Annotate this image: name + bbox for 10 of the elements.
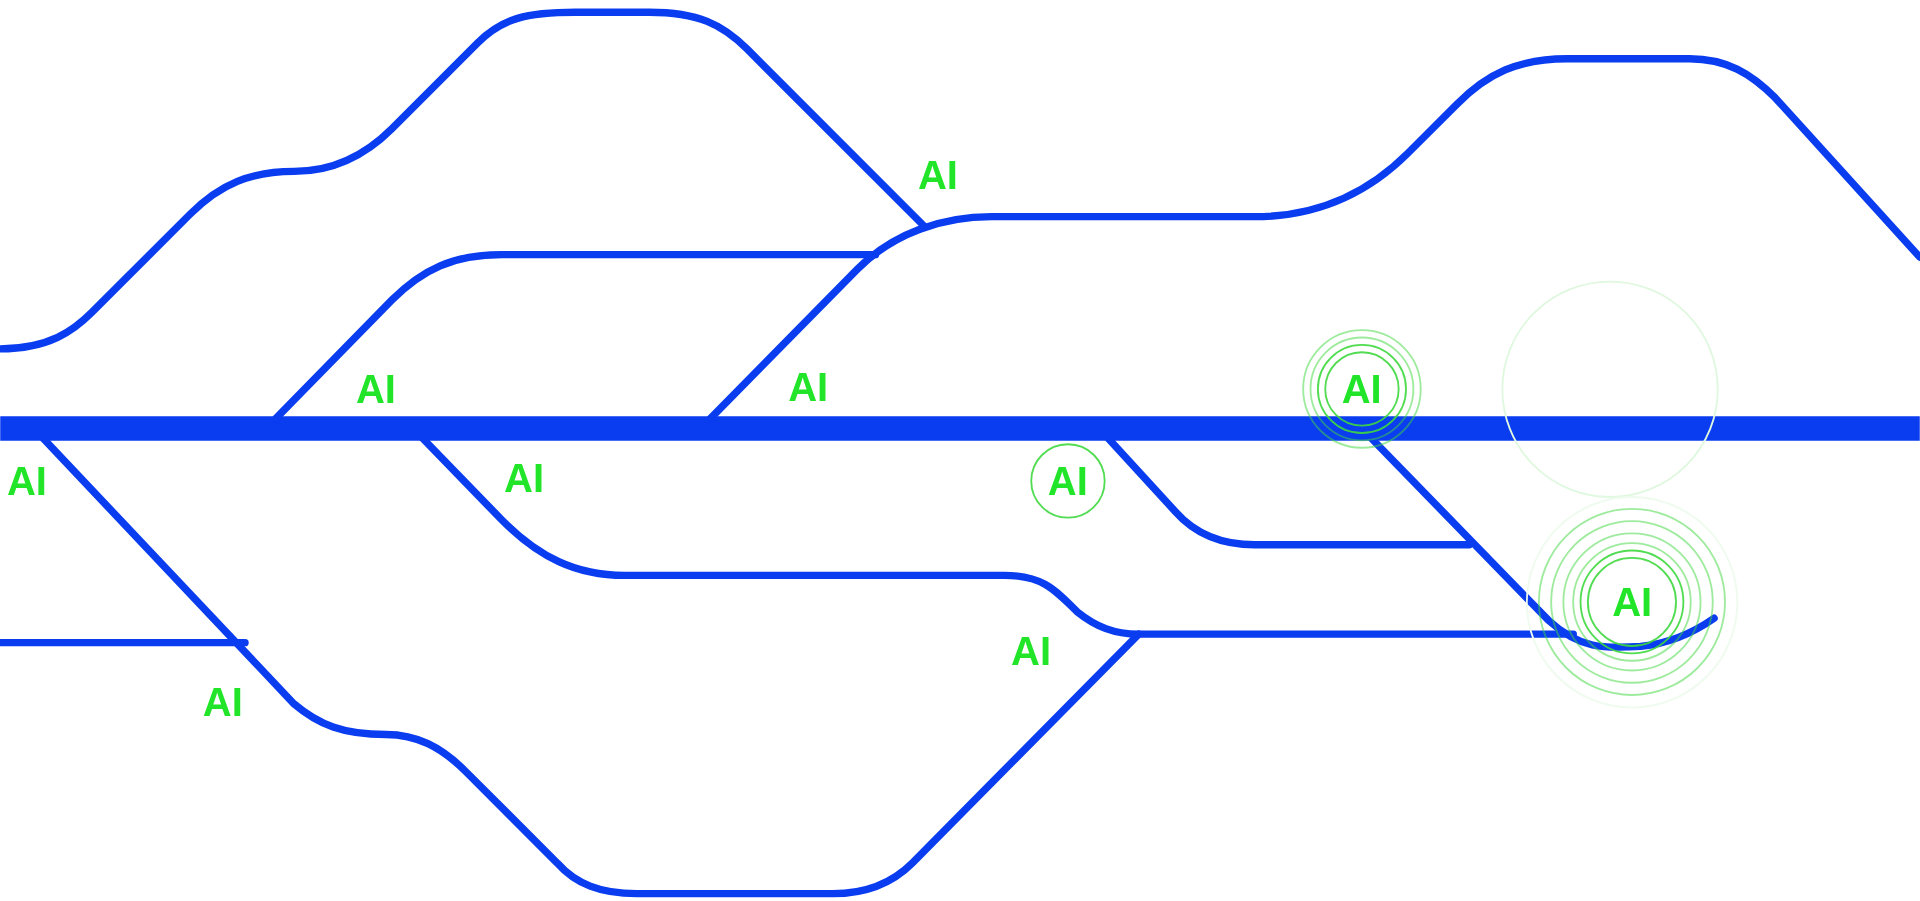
ai-label: AI	[1047, 461, 1088, 502]
ai-label: AI	[6, 461, 47, 502]
ai-label: AI	[917, 155, 958, 196]
ai-label: AI	[1011, 631, 1051, 672]
ai-label: AI	[504, 457, 545, 498]
ai-label: AI	[1612, 582, 1653, 623]
ai-label: AI	[788, 366, 829, 407]
ai-label: AI	[202, 681, 243, 722]
ai-label: AI	[1341, 369, 1382, 410]
ai-label: AI	[355, 369, 396, 410]
